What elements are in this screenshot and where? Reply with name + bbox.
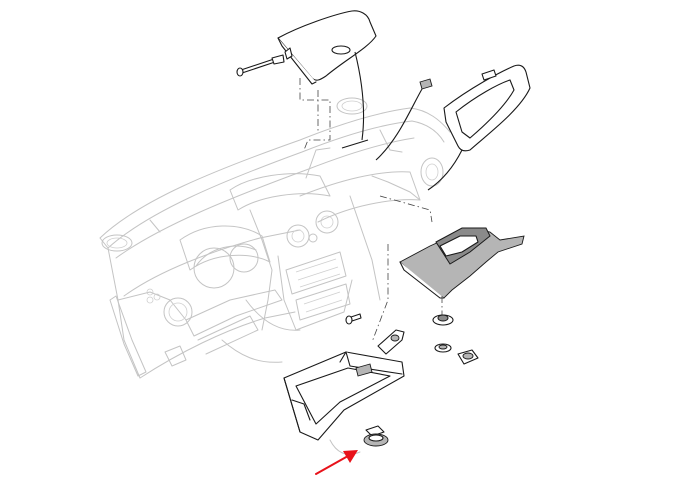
leader-line [427,149,463,191]
right-speaker-grille [336,97,368,115]
radio-unit [285,251,347,295]
glovebox-bin [283,351,405,441]
dash-line [371,244,389,343]
mounting-screw [345,313,362,325]
console-clip-2 [434,343,452,353]
center-vent-right [315,210,339,234]
glovebox-latch-handle[interactable] [363,425,389,447]
leader-line [375,88,423,161]
center-vent-left [286,224,310,248]
glovebox-hinge-bracket [377,329,405,355]
instrument-cluster-outline [179,225,271,271]
vent-bezel-frame [443,64,531,152]
console-clip-3 [457,349,479,365]
right-vent [420,157,444,187]
console-clip-1 [432,314,454,326]
left-speaker-grille [101,234,133,252]
upper-glovebox-lid [277,10,377,85]
clip [419,78,433,90]
dashboard-outline [99,97,451,379]
highlight-arrow-icon [315,450,358,475]
trim-screw [236,54,285,77]
dash-line [299,78,331,151]
leader-line [354,51,365,141]
center-console-trim [399,227,525,299]
left-vent [163,297,193,327]
